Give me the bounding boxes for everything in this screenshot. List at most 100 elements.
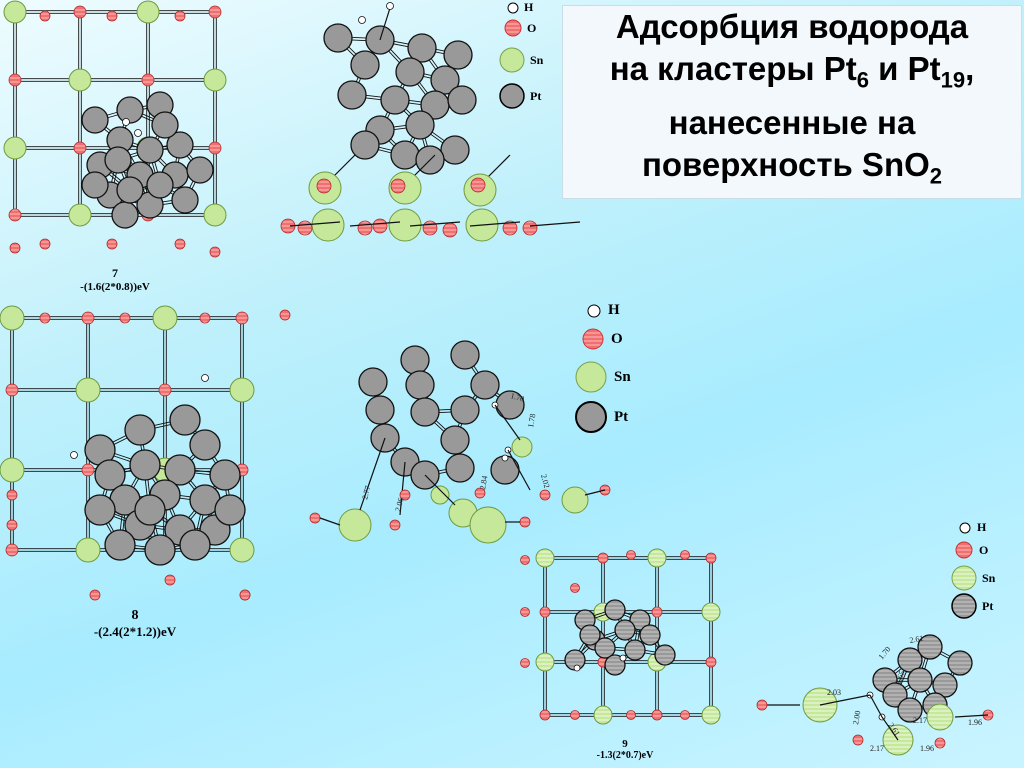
tin-atom xyxy=(203,203,227,227)
platinum-atom xyxy=(450,395,480,425)
hydrogen-atom xyxy=(386,2,394,10)
platinum-atom xyxy=(579,624,601,646)
oxygen-atom xyxy=(316,178,332,194)
platinum-atom xyxy=(654,644,676,666)
title-line-2: на кластеры Pt6 и Pt19, xyxy=(609,50,975,93)
platinum-atom xyxy=(111,201,139,229)
legend-label-sn: Sn xyxy=(530,52,544,67)
platinum-atom xyxy=(104,529,136,561)
bond-length-label: 2.02 xyxy=(539,473,551,489)
legend-label-sn: Sn xyxy=(614,368,631,385)
oxygen-atom xyxy=(470,177,486,193)
oxygen-atom-icon xyxy=(504,19,522,37)
bond-length-label: 2.00 xyxy=(851,710,862,725)
structure-8-number: 8 xyxy=(131,608,139,623)
platinum-atom xyxy=(166,131,194,159)
oxygen-atom xyxy=(390,178,406,194)
legend-label-h: H xyxy=(524,0,534,14)
tin-atom xyxy=(561,486,589,514)
bond xyxy=(494,404,521,441)
oxygen-atom xyxy=(520,658,530,668)
bond xyxy=(289,221,341,227)
hydrogen-atom xyxy=(201,374,209,382)
oxygen-atom xyxy=(158,383,172,397)
oxygen-atom xyxy=(309,512,321,524)
platinum-atom xyxy=(407,33,437,63)
tin-atom xyxy=(75,377,101,403)
platinum-atom xyxy=(410,397,440,427)
structure-8-energy: -(2.4(2*1.2))eV xyxy=(93,624,177,639)
oxygen-atom xyxy=(389,519,401,531)
tin-atom xyxy=(3,0,27,24)
tin-atom xyxy=(311,208,345,242)
structure-7-diagram xyxy=(3,0,227,258)
bond xyxy=(379,7,391,41)
oxygen-atom xyxy=(199,312,211,324)
bond xyxy=(409,221,461,227)
platinum-atom-icon xyxy=(575,401,607,433)
bond xyxy=(349,221,401,227)
hydrogen-atom xyxy=(134,129,142,137)
platinum-atom xyxy=(84,494,116,526)
tin-atom xyxy=(535,548,555,568)
title-line-3: нанесенные на xyxy=(668,104,916,141)
bond-length-label: 1.70 xyxy=(509,391,525,403)
bond xyxy=(469,221,521,227)
platinum-atom xyxy=(639,624,661,646)
platinum-atom xyxy=(365,395,395,425)
bond xyxy=(319,517,341,526)
hydrogen-atom-icon xyxy=(959,522,971,533)
tin-atom xyxy=(469,506,507,544)
platinum-atom xyxy=(932,672,958,698)
platinum-atom xyxy=(405,110,435,140)
oxygen-atom xyxy=(164,574,176,586)
oxygen-atom-icon xyxy=(582,328,604,350)
platinum-atom xyxy=(171,186,199,214)
legend-bottom: H O Sn Pt xyxy=(950,520,1020,620)
tin-atom xyxy=(229,537,255,563)
oxygen-atom xyxy=(651,606,663,618)
bond-length-label: 2.77 xyxy=(360,485,372,501)
bond xyxy=(881,716,899,741)
platinum-atom xyxy=(405,370,435,400)
platinum-atom-icon xyxy=(499,83,525,109)
platinum-atom xyxy=(358,367,388,397)
bond xyxy=(869,694,883,718)
oxygen-atom xyxy=(208,141,222,155)
platinum-atom xyxy=(897,647,923,673)
bond-length-label: 2.84 xyxy=(478,475,489,490)
oxygen-atom xyxy=(852,734,864,746)
platinum-atom-icon xyxy=(951,593,977,619)
oxygen-atom xyxy=(73,141,87,155)
platinum-atom xyxy=(917,634,943,660)
tin-atom-icon xyxy=(575,361,607,393)
platinum-atom xyxy=(897,697,923,723)
tin-atom xyxy=(203,68,227,92)
oxygen-atom xyxy=(208,5,222,19)
tin-atom-icon xyxy=(951,565,977,591)
oxygen-atom xyxy=(597,552,609,564)
title-box: Адсорбция водорода на кластеры Pt6 и Pt1… xyxy=(562,5,1022,199)
oxygen-atom xyxy=(209,246,221,258)
bond-length-label: 1.78 xyxy=(526,413,537,428)
oxygen-atom xyxy=(39,312,51,324)
hydrogen-atom xyxy=(501,454,509,462)
oxygen-atom xyxy=(9,242,21,254)
platinum-atom xyxy=(81,106,109,134)
platinum-atom xyxy=(629,609,651,631)
oxygen-atom xyxy=(8,208,22,222)
legend-middle: H O Sn Pt xyxy=(574,302,644,442)
structure-8-side-view: 1.701.782.022.772.062.84 xyxy=(309,340,611,544)
oxygen-atom xyxy=(81,311,95,325)
tin-atom xyxy=(0,305,25,331)
hydrogen-atom xyxy=(573,664,581,672)
oxygen-atom xyxy=(6,519,18,531)
platinum-atom xyxy=(186,156,214,184)
platinum-atom xyxy=(129,449,161,481)
oxygen-atom xyxy=(626,710,636,720)
oxygen-atom xyxy=(705,656,717,668)
platinum-atom xyxy=(604,654,626,676)
platinum-atom xyxy=(604,599,626,621)
oxygen-atom xyxy=(934,737,946,749)
oxygen-atom xyxy=(520,555,530,565)
